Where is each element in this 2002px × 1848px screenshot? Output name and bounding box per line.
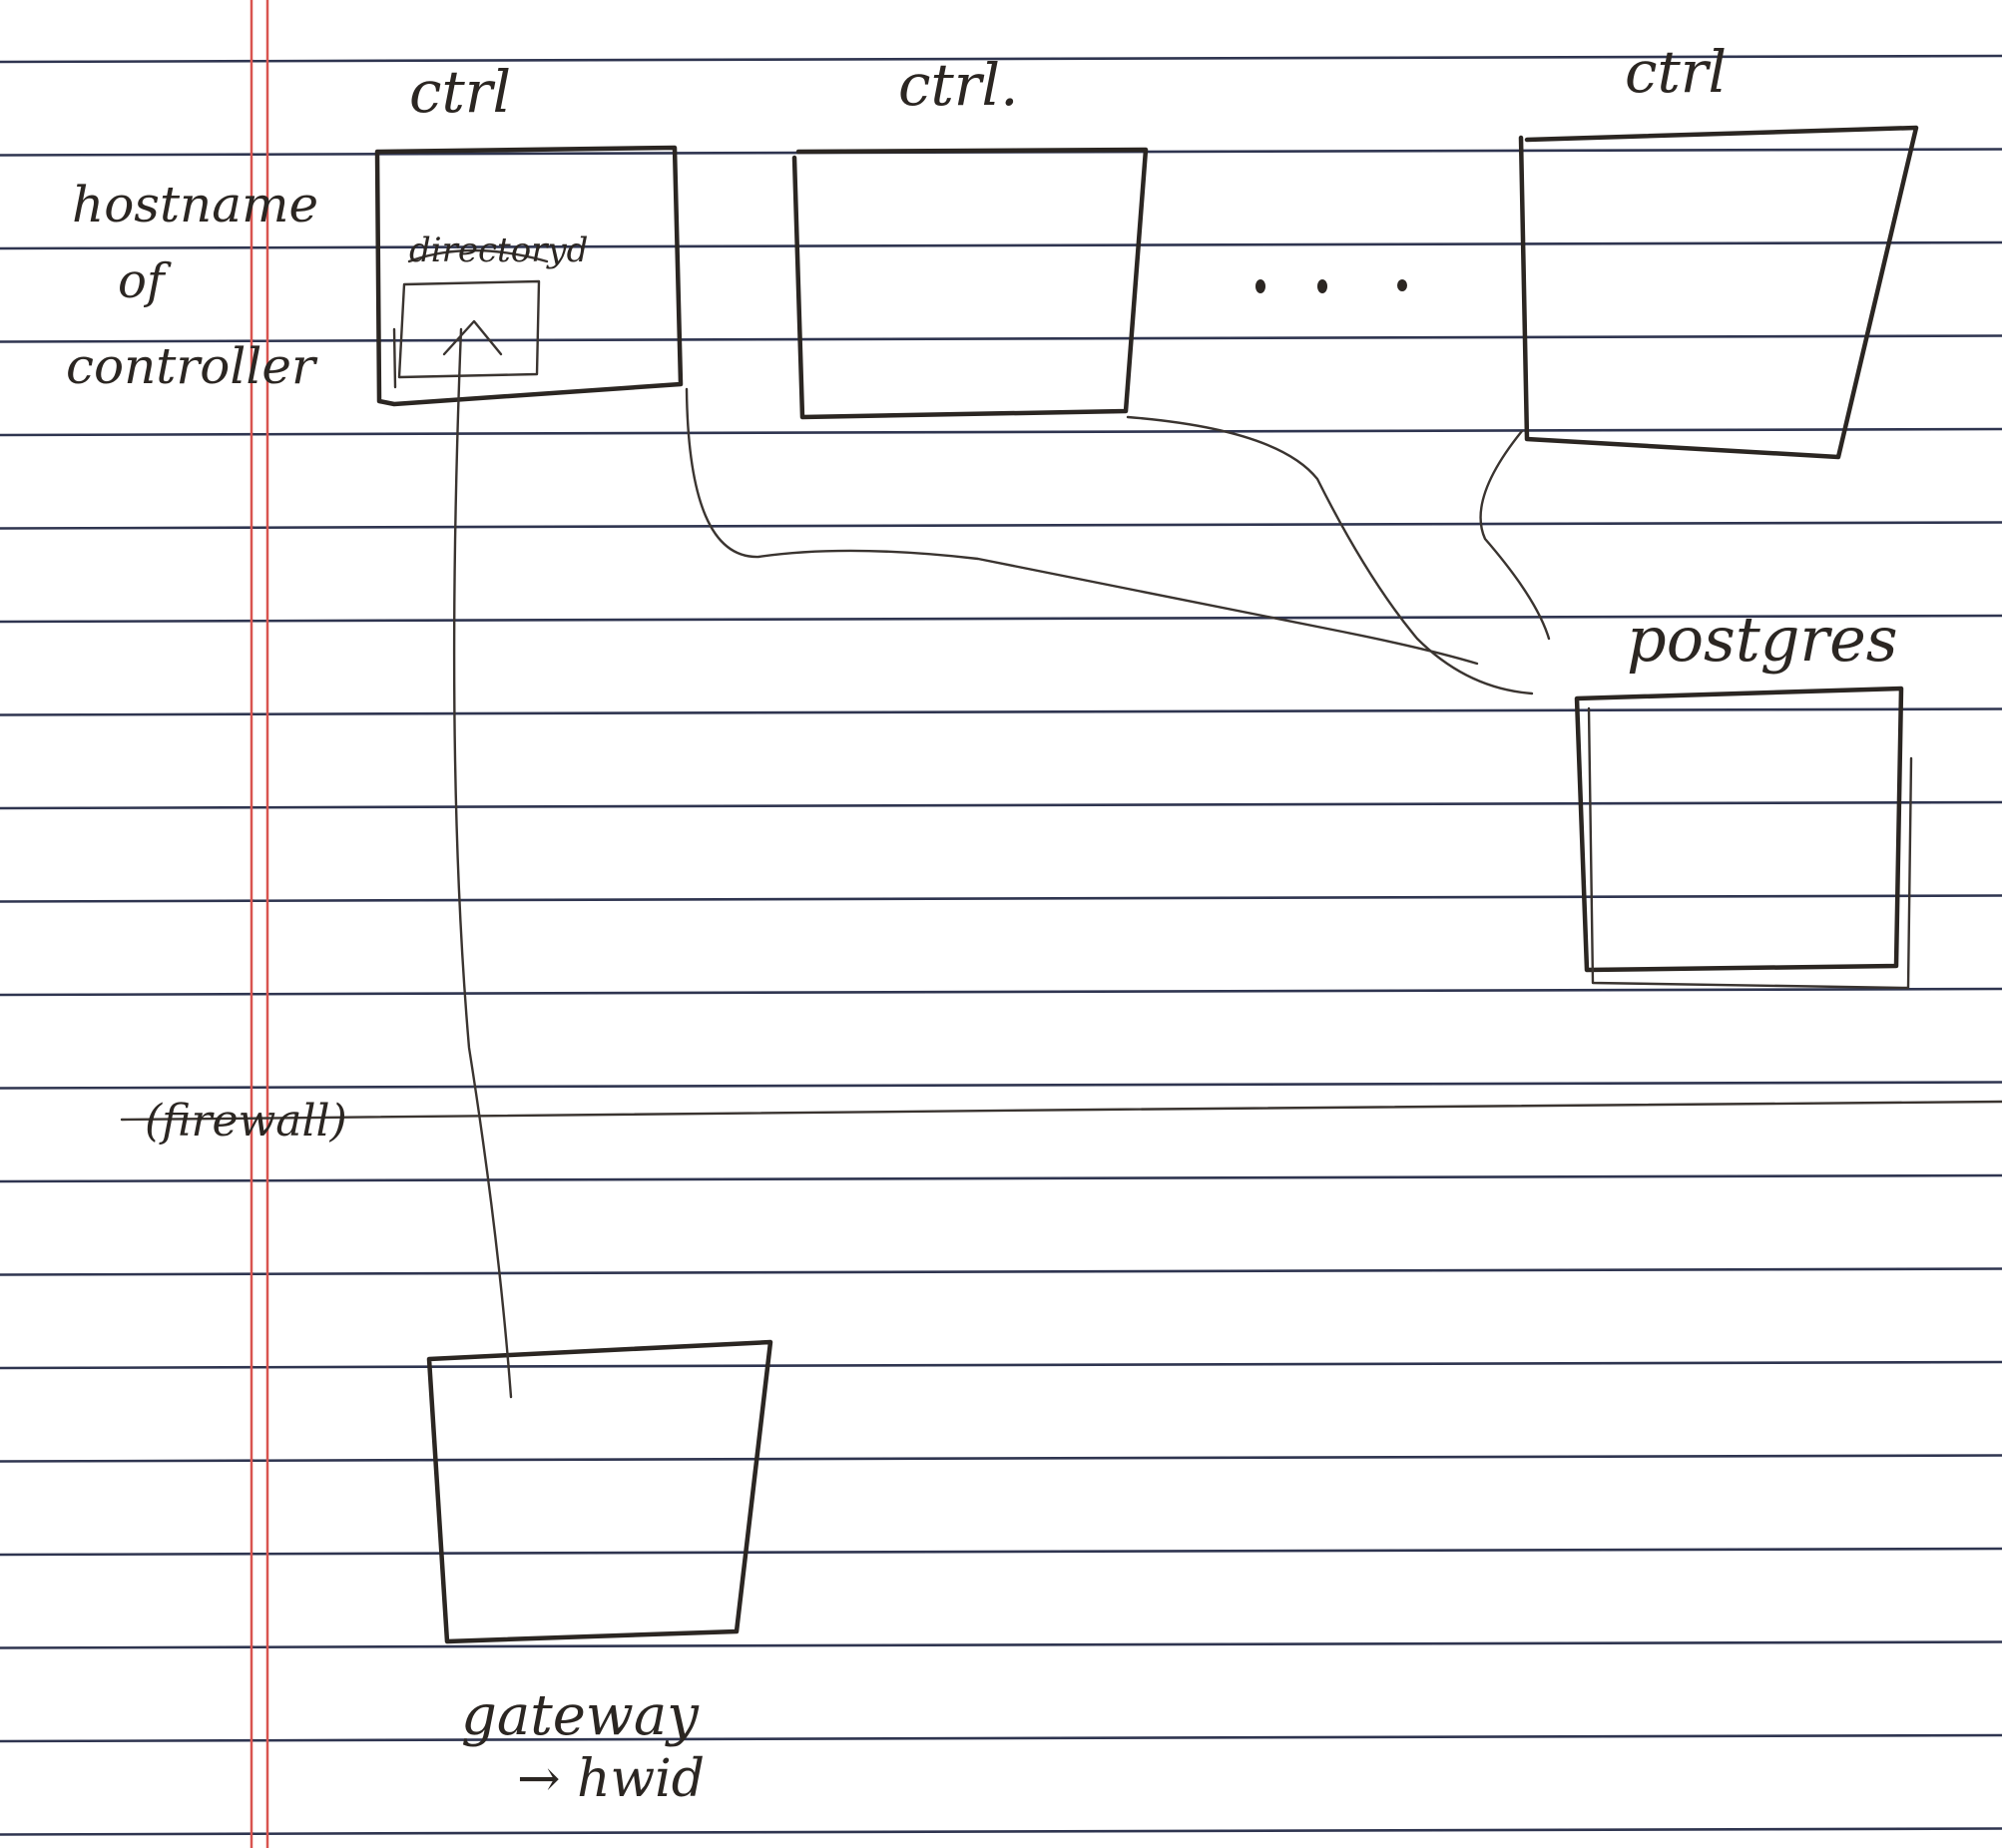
wire-ctrl2-to-postgres bbox=[1126, 415, 1534, 695]
wire-ctrl3-to-postgres bbox=[1479, 429, 1551, 641]
directoryd-bracket bbox=[407, 248, 549, 263]
ruled-line bbox=[0, 334, 2002, 343]
directoryd-label: directoryd bbox=[409, 231, 588, 270]
ruled-line bbox=[0, 1267, 2002, 1276]
ctrl-label-2: ctrl. bbox=[898, 51, 1019, 119]
postgres-box-shadow bbox=[1587, 706, 1913, 990]
ctrl-label-3: ctrl bbox=[1625, 38, 1727, 106]
wire-ctrl1-to-postgres bbox=[685, 387, 1479, 666]
ruled-line bbox=[0, 707, 2002, 716]
directoryd-box bbox=[392, 279, 541, 389]
ruled-line bbox=[0, 1640, 2002, 1649]
ruled-line bbox=[0, 240, 2002, 250]
ruled-line bbox=[0, 1360, 2002, 1370]
firewall-label: (firewall) bbox=[145, 1096, 347, 1147]
firewall-line bbox=[120, 1100, 2002, 1122]
ruled-lines bbox=[0, 54, 2002, 1836]
controller-box-2 bbox=[791, 147, 1149, 420]
hostname-label-line2: of bbox=[118, 253, 172, 309]
ruled-line bbox=[0, 1547, 2002, 1557]
gateway-label: gateway bbox=[461, 1683, 700, 1748]
ruled-line bbox=[0, 987, 2002, 997]
postgres-label: postgres bbox=[1627, 603, 1898, 676]
ruled-line bbox=[0, 1081, 2002, 1090]
ruled-line bbox=[0, 521, 2002, 530]
gateway-box bbox=[426, 1339, 773, 1644]
ruled-line bbox=[0, 614, 2002, 624]
controller-box-1 bbox=[374, 145, 684, 407]
up-arrow-icon bbox=[442, 319, 503, 356]
hwid-label: → hwid bbox=[517, 1749, 705, 1809]
ruled-line bbox=[0, 800, 2002, 810]
postgres-box bbox=[1574, 686, 1904, 973]
ruled-line bbox=[0, 54, 2002, 64]
ruled-line bbox=[0, 1173, 2002, 1183]
ctrl-label-1: ctrl bbox=[409, 58, 511, 126]
ruled-line bbox=[0, 894, 2002, 903]
hostname-label-line3: controller bbox=[66, 337, 318, 395]
ellipsis-dots bbox=[1255, 279, 1407, 293]
ruled-line bbox=[0, 1733, 2002, 1743]
ruled-line bbox=[0, 427, 2002, 437]
wire-gateway-to-directoryd bbox=[452, 327, 513, 1399]
controller-box-3 bbox=[1518, 125, 1919, 460]
ruled-line bbox=[0, 1827, 2002, 1836]
hostname-label-line1: hostname bbox=[72, 176, 318, 233]
ruled-line bbox=[0, 1454, 2002, 1463]
